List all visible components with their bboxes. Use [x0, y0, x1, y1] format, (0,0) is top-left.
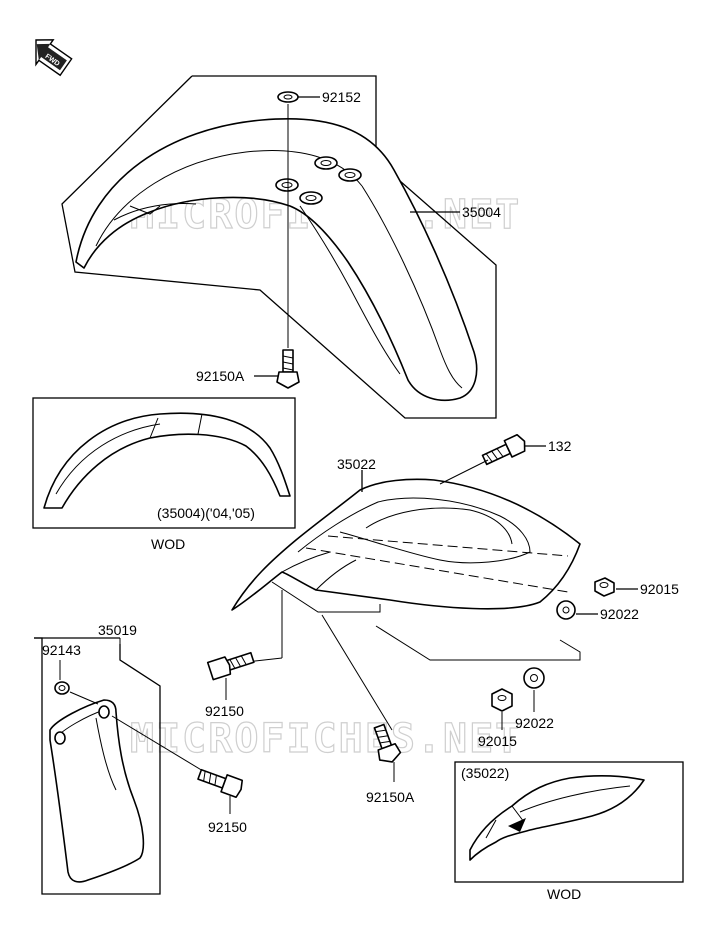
callout-35019: 35019 — [98, 622, 137, 638]
bolt-92150a-front — [276, 349, 300, 389]
callout-92150a-front: 92150A — [196, 368, 245, 384]
callout-92143: 92143 — [42, 642, 81, 658]
inset-front-wod-label: WOD — [151, 536, 185, 552]
washer-92152 — [277, 91, 299, 103]
inset-front-box — [32, 397, 296, 529]
washer-92022-right — [556, 600, 576, 620]
rear-fender-35022 — [231, 478, 581, 611]
washer-92022-lower — [523, 667, 545, 689]
side-plate-35019 — [49, 699, 145, 883]
callout-92150-plate: 92150 — [208, 819, 247, 835]
inset-rear-wod-label: WOD — [547, 886, 581, 902]
inset-rear-fender — [469, 775, 645, 861]
nut-92015-right — [594, 577, 615, 597]
inset-rear-box — [454, 761, 684, 883]
bolt-92150-rear-left — [206, 651, 255, 681]
inset-rear-caption: (35022) — [461, 765, 509, 781]
front-fender-35004 — [75, 118, 478, 402]
callout-92152: 92152 — [322, 89, 361, 105]
callout-35004: 35004 — [462, 204, 501, 220]
callout-132: 132 — [548, 438, 572, 454]
callout-92150-rear-left: 92150 — [205, 703, 244, 719]
callout-35022: 35022 — [337, 456, 376, 472]
grommet-92143 — [54, 681, 70, 695]
inset-front-fender — [43, 412, 291, 509]
bolt-132 — [481, 433, 526, 466]
callout-92150a-rear-center: 92150A — [366, 789, 415, 805]
callout-92015-lower: 92015 — [478, 733, 517, 749]
bolt-92150-plate — [197, 768, 244, 799]
inset-front-caption: (35004)('04,'05) — [157, 505, 255, 521]
callout-92015-right: 92015 — [640, 581, 679, 597]
nut-92015-lower — [491, 688, 513, 712]
fwd-arrow-icon: FWD — [35, 39, 73, 77]
callout-92022-right: 92022 — [600, 606, 639, 622]
front-fender-frame — [61, 75, 497, 419]
callout-92022-lower: 92022 — [515, 715, 554, 731]
watermark-bottom: MICROFICHES.NET — [130, 716, 521, 762]
bolt-92150a-rear-center — [373, 723, 402, 763]
